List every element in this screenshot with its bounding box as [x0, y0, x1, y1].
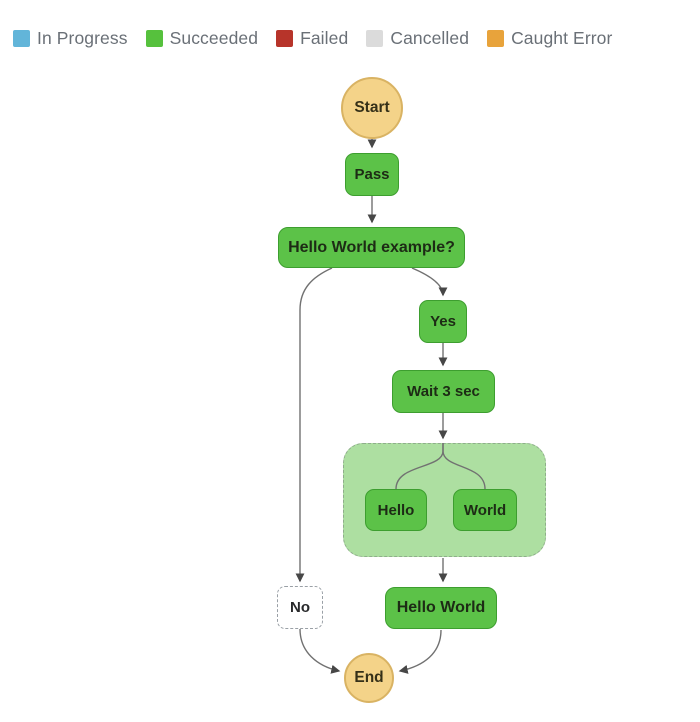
edge-choice-to-yes	[411, 267, 448, 297]
legend-item-cancelled: Cancelled	[366, 28, 469, 49]
caught-error-swatch-icon	[487, 29, 505, 47]
state-node-choice[interactable]: Hello World example?	[278, 227, 465, 268]
end-node-label: End	[354, 669, 384, 686]
edge-no-to-end	[299, 628, 341, 674]
legend-item-caught-error: Caught Error	[487, 28, 612, 49]
legend-label-in-progress: In Progress	[37, 27, 128, 48]
legend-label-succeeded: Succeeded	[169, 27, 259, 48]
state-node-hello-world[interactable]: Hello World	[385, 587, 497, 629]
edge-choice-to-no	[295, 267, 333, 583]
status-legend: In Progress Succeeded Failed Cancelled C…	[13, 28, 612, 48]
edge-parallel-branch-hello	[395, 443, 444, 490]
legend-label-cancelled: Cancelled	[390, 27, 470, 48]
state-node-pass-label: Pass	[354, 166, 390, 183]
state-node-wait[interactable]: Wait 3 sec	[392, 370, 495, 413]
succeeded-swatch-icon	[145, 29, 163, 47]
legend-item-failed: Failed	[276, 28, 348, 49]
legend-label-failed: Failed	[300, 27, 349, 48]
in-progress-swatch-icon	[13, 29, 30, 47]
state-node-hello-world-label: Hello World	[396, 599, 486, 616]
state-node-hello[interactable]: Hello	[365, 489, 427, 531]
legend-label-caught-error: Caught Error	[511, 27, 613, 48]
legend-item-succeeded: Succeeded	[145, 27, 259, 49]
edge-parallel-branch-world	[442, 443, 486, 490]
start-node-label: Start	[354, 99, 390, 116]
cancelled-swatch-icon	[366, 29, 384, 47]
state-node-yes-label: Yes	[430, 313, 456, 330]
end-node: End	[344, 653, 394, 703]
state-node-no[interactable]: No	[277, 586, 323, 629]
legend-item-in-progress: In Progress	[13, 28, 128, 49]
state-node-yes[interactable]: Yes	[419, 300, 467, 343]
state-node-hello-label: Hello	[377, 501, 415, 519]
state-node-pass[interactable]: Pass	[345, 153, 399, 196]
state-node-world[interactable]: World	[453, 489, 517, 531]
state-node-no-label: No	[290, 599, 310, 616]
edge-hello-world-to-end	[398, 629, 442, 674]
start-node: Start	[341, 77, 403, 139]
failed-swatch-icon	[276, 29, 294, 47]
state-node-world-label: World	[463, 501, 507, 519]
state-node-wait-label: Wait 3 sec	[407, 383, 480, 400]
state-node-choice-label: Hello World example?	[288, 238, 455, 256]
